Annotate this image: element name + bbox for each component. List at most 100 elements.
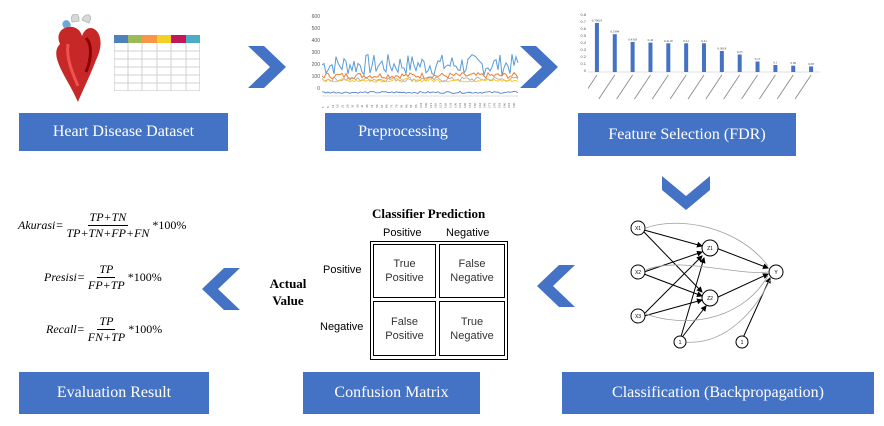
x-tick-label: 136: [453, 103, 457, 109]
cell-true-positive: True Positive: [373, 244, 436, 298]
x-tick-label: 121: [439, 103, 443, 109]
bar-value-label: 0.1: [773, 61, 777, 65]
x-tick-label: 191: [507, 103, 511, 109]
x-tick-label: 81: [399, 104, 403, 108]
bar: [773, 65, 778, 72]
cell-false-positive: False Positive: [373, 301, 436, 356]
category-label: [588, 74, 598, 90]
x-tick-label: 51: [370, 104, 374, 108]
bar-value-label: 0.70619: [592, 19, 603, 23]
recall-numerator: TP: [97, 314, 116, 330]
category-label: [759, 74, 776, 100]
bar: [666, 43, 671, 72]
bar-value-label: 0.4119: [664, 39, 673, 43]
cell-false-negative: False Negative: [439, 244, 505, 298]
chevron-down-icon: [662, 176, 710, 210]
x-tick-label: 166: [483, 103, 487, 109]
category-label: [669, 74, 687, 100]
x-tick-label: 61: [380, 104, 384, 108]
tp-line1: True: [393, 258, 416, 270]
x-tick-label: 151: [468, 103, 472, 109]
x-tick-label: 41: [360, 104, 364, 108]
bar: [755, 61, 760, 72]
x-tick-label: 21: [341, 104, 345, 108]
chevron-left-icon: [202, 268, 240, 310]
network-node-label: Z2: [707, 296, 713, 302]
presisi-denominator: FP+TP: [88, 278, 125, 292]
stage-confusion-matrix: Confusion Matrix: [303, 372, 480, 414]
category-label: [687, 74, 705, 100]
x-tick-label: 16: [336, 104, 340, 108]
x-tick-label: 141: [458, 103, 462, 109]
y-tick-label: 500: [311, 26, 320, 32]
bar: [737, 54, 742, 72]
x-tick-label: 126: [444, 103, 448, 109]
bar: [719, 51, 724, 72]
bar-value-label: 0.15: [755, 57, 761, 61]
classifier-prediction-title: Classifier Prediction: [372, 206, 486, 221]
akurasi-suffix: *100%: [152, 218, 187, 232]
x-tick-label: 6: [326, 106, 330, 108]
recall-denominator: FN+TP: [87, 330, 126, 344]
bar-value-label: 0.41: [683, 39, 689, 43]
fp-line2: Positive: [385, 329, 424, 342]
akurasi-lhs: Akurasi=: [18, 218, 64, 232]
x-tick-label: 146: [463, 103, 467, 109]
bar: [648, 42, 653, 72]
x-tick-label: 111: [429, 103, 433, 108]
pred-positive-header: Positive: [383, 227, 422, 239]
x-tick-label: 36: [355, 104, 359, 108]
bar-value-label: 0.08: [808, 62, 814, 66]
category-label: [651, 74, 669, 100]
matrix-frame: [370, 241, 508, 360]
y-tick-label: 100: [311, 74, 320, 80]
pred-negative-header: Negative: [446, 227, 490, 239]
presisi-numerator: TP: [97, 262, 116, 278]
recall-suffix: *100%: [128, 322, 163, 336]
bar-value-label: 0.3018: [717, 47, 726, 51]
y-tick-label: 0.4: [580, 40, 586, 45]
x-tick-label: 196: [512, 103, 516, 109]
recall-lhs: Recall=: [46, 322, 85, 336]
x-tick-label: 46: [365, 104, 369, 108]
stage-evaluation: Evaluation Result: [19, 372, 209, 414]
chevron-left-icon: [537, 265, 575, 307]
x-tick-label: 11: [331, 104, 335, 108]
cell-true-negative: True Negative: [439, 301, 505, 356]
chevron-right-icon: [520, 46, 558, 88]
series-line: [322, 71, 519, 80]
x-tick-label: 116: [434, 103, 438, 108]
y-tick-label: 0.7: [580, 19, 586, 24]
x-tick-label: 161: [478, 103, 482, 109]
category-label: [776, 74, 794, 100]
akurasi-denominator: TP+TN+FP+FN: [66, 226, 150, 240]
category-label: [598, 74, 616, 100]
network-node-label: X1: [635, 226, 641, 232]
actual-value-label: Actual Value: [260, 275, 316, 309]
bar-value-label: 0.25: [737, 50, 743, 54]
bar-value-label: 0.42: [648, 38, 654, 42]
x-tick-label: 76: [395, 104, 399, 108]
x-tick-label: 131: [448, 103, 452, 109]
spreadsheet-icon: [114, 35, 200, 91]
fn-line1: False: [458, 258, 486, 270]
stage-feature-selection: Feature Selection (FDR): [578, 113, 796, 156]
network-node-label: X2: [635, 270, 641, 276]
fp-line1: False: [391, 315, 418, 328]
category-label: [616, 74, 633, 100]
series-line: [322, 54, 519, 76]
y-tick-label: 0: [317, 86, 320, 92]
x-tick-label: 1: [322, 106, 325, 108]
y-tick-label: 300: [311, 50, 320, 56]
x-tick-label: 96: [414, 104, 418, 108]
x-tick-label: 86: [404, 104, 408, 108]
y-tick-label: 0.3: [580, 47, 586, 52]
y-tick-label: 0.5: [580, 33, 586, 38]
network-node-label: X3: [635, 314, 641, 320]
network-node-label: 1: [679, 340, 682, 346]
chevron-right-icon: [248, 46, 286, 88]
